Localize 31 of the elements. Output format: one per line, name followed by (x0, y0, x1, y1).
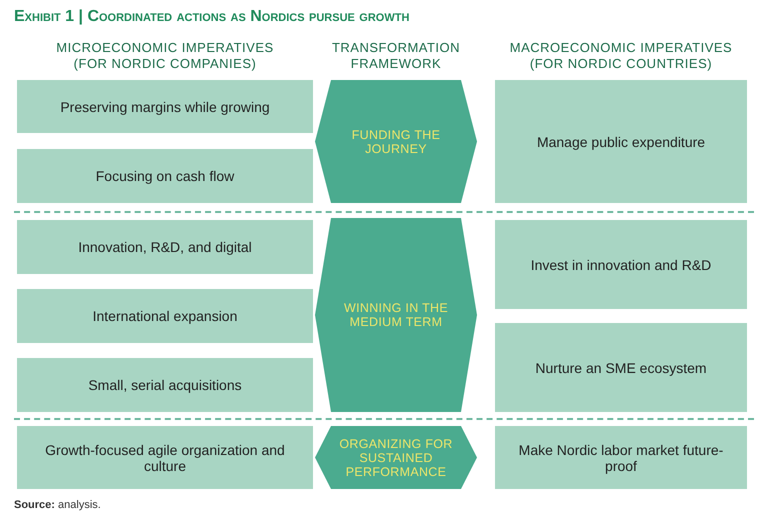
framework-hexagon (315, 426, 477, 489)
imperative-text: Invest in innovation and R&D (530, 256, 712, 272)
framework-label: ORGANIZING FOR SUSTAINED PERFORMANCE (338, 436, 454, 478)
imperative-box (495, 220, 747, 309)
column-header: TRANSFORMATION FRAMEWORK (330, 40, 462, 72)
framework-label: FUNDING THE JOURNEY (350, 128, 442, 156)
imperative-text: International expansion (92, 308, 238, 324)
imperative-text: Growth-focused agile organization and culture (44, 442, 286, 474)
imperative-text: Make Nordic labor market future-proof (518, 442, 724, 474)
source-note: Source: analysis. (14, 499, 101, 511)
imperative-box (495, 323, 747, 412)
imperative-box (17, 358, 313, 412)
framework-label: WINNING IN THE MEDIUM TERM (343, 301, 449, 329)
imperative-box (17, 220, 313, 274)
imperative-text: Small, serial acquisitions (88, 377, 242, 393)
column-header: MICROECONOMIC IMPERATIVES (FOR NORDIC COMPANIES) (55, 40, 275, 72)
imperative-text: Manage public expenditure (536, 134, 706, 150)
imperative-box (17, 149, 313, 203)
column-header: MACROECONOMIC IMPERATIVES (FOR NORDIC COUNTRIES) (508, 40, 734, 72)
imperative-text: Focusing on cash flow (96, 168, 234, 184)
framework-hexagon (315, 218, 477, 412)
imperative-text: Nurture an SME ecosystem (535, 360, 707, 376)
imperative-box (17, 426, 313, 489)
imperative-text: Preserving margins while growing (60, 98, 270, 114)
imperative-box (17, 289, 313, 343)
imperative-box (495, 80, 747, 203)
imperative-box (495, 426, 747, 489)
framework-hexagon (315, 80, 477, 203)
imperative-box (17, 80, 313, 133)
imperative-text: Innovation, R&D, and digital (78, 239, 252, 255)
title: Exhibit 1 | Coordinated actions as Nordics pursue growth (14, 8, 410, 26)
